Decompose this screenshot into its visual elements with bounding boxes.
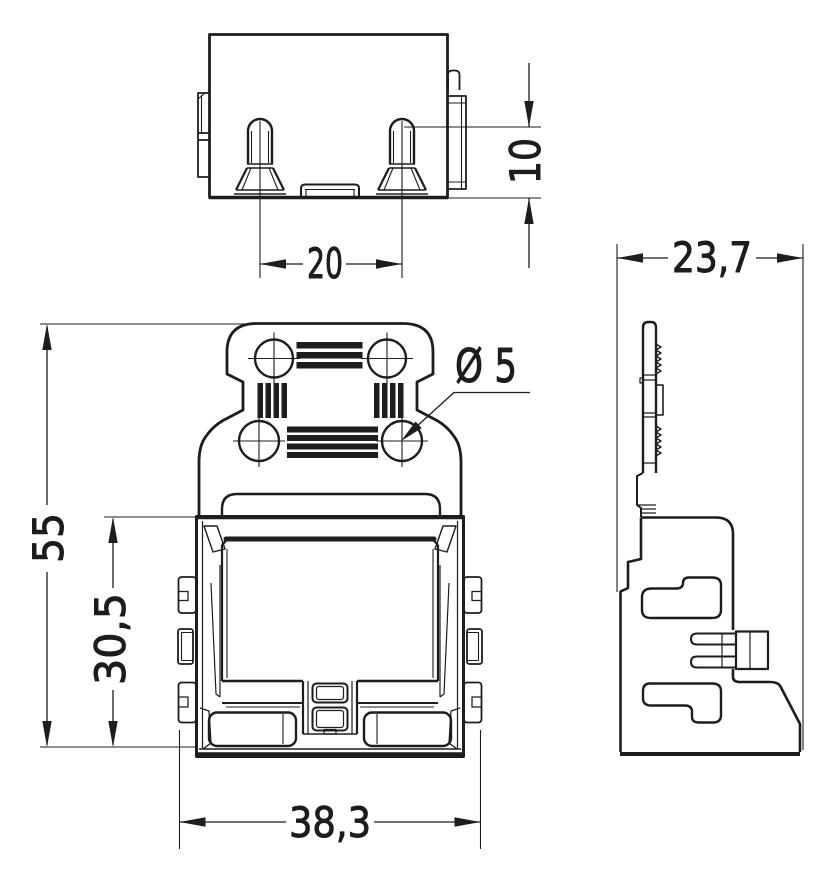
side-tabs-left <box>177 576 197 724</box>
center-latch <box>301 681 359 735</box>
top-view-left-clip <box>197 92 210 178</box>
dimension-arrowhead <box>454 817 481 827</box>
side-cutout-upper <box>640 576 723 620</box>
dim-overall-width-label: 38,3 <box>289 798 371 847</box>
corner-hook-left <box>203 525 226 553</box>
dimension-annotations: 20 10 55 30,5 <box>24 63 804 849</box>
dim-hole-diameter: Ø 5 <box>401 339 530 441</box>
dimension-arrowhead <box>108 517 118 543</box>
blade-serrations-lower <box>655 425 662 457</box>
front-view-window <box>210 536 450 698</box>
dim-depth-label: 23,7 <box>672 233 752 282</box>
side-latch-fork <box>690 630 770 671</box>
dim-hole-diameter-label: Ø 5 <box>455 339 517 393</box>
top-view-pin-left <box>234 117 286 278</box>
front-view-collar <box>220 492 442 517</box>
window-draft-line-left <box>210 565 221 698</box>
front-view <box>177 322 483 758</box>
dimension-arrowhead <box>42 721 52 747</box>
dim-pin-height: 10 <box>404 63 551 268</box>
blade-serrations-upper <box>655 343 662 375</box>
dimension-arrowhead <box>376 259 402 269</box>
top-view-pin-right <box>376 117 428 278</box>
dimension-arrowhead <box>108 721 118 747</box>
flange-hatch-bars <box>257 342 404 458</box>
front-view-flange-outline <box>197 322 463 516</box>
dimension-arrowhead <box>179 817 206 827</box>
top-view-center-notch <box>300 183 360 197</box>
front-view-body-outline <box>195 515 465 758</box>
leader-arrowhead <box>401 421 422 441</box>
blade-foot <box>636 472 656 517</box>
side-view <box>619 320 802 756</box>
dim-pin-spacing-label: 20 <box>307 239 343 288</box>
dimension-arrowhead <box>524 101 534 127</box>
side-tabs-right <box>463 576 483 724</box>
corner-hook-right <box>434 525 457 553</box>
foot-right <box>448 707 461 750</box>
dim-pin-spacing: 20 <box>260 239 402 289</box>
dim-housing-height-label: 30,5 <box>86 593 135 685</box>
dim-overall-height-label: 55 <box>24 513 73 563</box>
dim-overall-width: 38,3 <box>178 730 482 849</box>
blade-band <box>655 384 664 416</box>
bottom-compartments <box>199 707 461 750</box>
dim-depth: 23,7 <box>616 233 804 750</box>
side-cutout-lower <box>641 682 723 724</box>
window-draft-line-right <box>439 565 450 698</box>
dim-pin-height-label: 10 <box>501 138 550 184</box>
dimension-arrowhead <box>260 259 286 269</box>
blade-detail-lines <box>639 374 656 464</box>
foot-left <box>199 707 212 750</box>
dim-overall-height: 55 <box>24 323 265 748</box>
dimension-arrowhead <box>777 253 803 263</box>
side-view-blade <box>641 320 658 473</box>
hole-centerlines <box>233 332 428 467</box>
side-body-lower-right <box>731 669 802 752</box>
dimension-arrowhead <box>617 253 643 263</box>
dimension-arrowhead <box>42 324 52 350</box>
dimension-arrowhead <box>524 198 534 224</box>
top-view-right-clip <box>447 69 467 190</box>
side-body-left-edge <box>619 517 643 752</box>
dim-housing-height: 30,5 <box>86 516 196 747</box>
top-view <box>197 33 467 278</box>
side-body-top-right <box>641 516 735 630</box>
